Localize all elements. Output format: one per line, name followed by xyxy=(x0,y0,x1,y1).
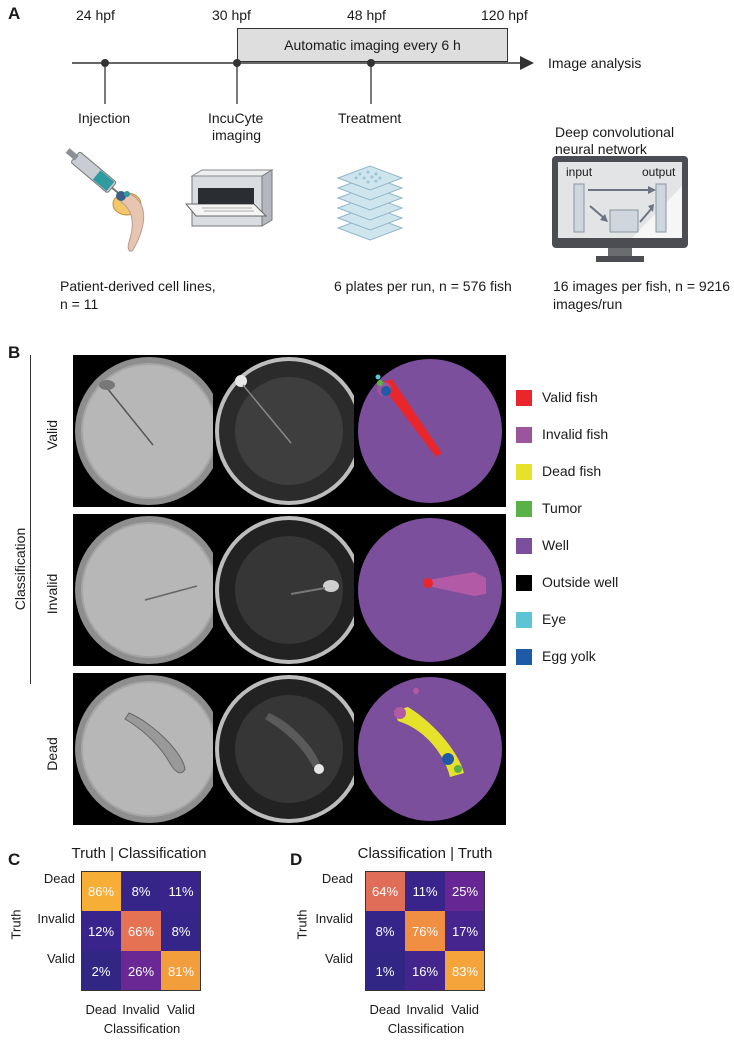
legend-label-tumor: Tumor xyxy=(542,500,582,516)
image-analysis-label: Image analysis xyxy=(548,55,642,71)
panel-c-xtick-dead: Dead xyxy=(85,1002,117,1017)
row-label-dead: Dead xyxy=(44,737,60,771)
matrix-d-cell-dead-invalid: 11% xyxy=(405,871,445,911)
classification-axis-label: Classification xyxy=(12,527,28,611)
matrix-d-frame xyxy=(365,871,485,991)
matrix-c-cell-dead-dead: 86% xyxy=(81,871,121,911)
matrix-d-cell-invalid-valid: 17% xyxy=(445,911,485,951)
panel-a-letter: A xyxy=(8,4,21,23)
dcnn-label-line2: neural network xyxy=(555,141,647,157)
network-output-label: output xyxy=(642,165,676,179)
legend-label-eye: Eye xyxy=(542,611,567,627)
panel-c-xtick-invalid: Invalid xyxy=(122,1002,160,1017)
panel-d-ytick-dead: Dead xyxy=(321,871,353,886)
legend-swatch-valid-fish xyxy=(516,390,532,406)
well-segmentation-valid xyxy=(354,355,506,507)
legend-swatch-egg-yolk xyxy=(516,649,532,665)
panel-d-letter: D xyxy=(290,850,303,869)
tick-label-24hpf: 24 hpf xyxy=(76,7,115,23)
well-segmentation-invalid xyxy=(354,514,506,666)
confusion-matrix-d: 64%11%25% 8%76%17% 1%16%83% xyxy=(365,871,485,991)
matrix-d-cell-invalid-dead: 8% xyxy=(365,911,405,951)
panel-c-letter: C xyxy=(8,850,21,869)
panel-c-ytick-valid: Valid xyxy=(47,951,75,966)
matrix-d-cell-valid-dead: 1% xyxy=(365,951,405,991)
legend-swatch-outside-well xyxy=(516,575,532,591)
matrix-c-cell-valid-dead: 2% xyxy=(81,951,121,991)
incucyte-label-line1: IncuCyte xyxy=(208,110,264,126)
legend-swatch-well xyxy=(516,538,532,554)
legend-label-dead-fish: Dead fish xyxy=(542,463,602,479)
matrix-c-cell-invalid-dead: 12% xyxy=(81,911,121,951)
tick-label-30hpf: 30 hpf xyxy=(212,7,251,23)
well-fluorescence-invalid xyxy=(213,514,365,666)
well-fluorescence-valid xyxy=(213,355,365,507)
cell-lines-caption: Patient-derived cell lines, n = 11 xyxy=(60,278,216,312)
timeline-axis xyxy=(72,56,534,104)
matrix-c-cell-invalid-valid: 8% xyxy=(161,911,201,951)
matrix-c-cell-dead-valid: 11% xyxy=(161,871,201,911)
panel-c-ytick-dead: Dead xyxy=(43,871,75,886)
matrix-d-cell-invalid-invalid: 76% xyxy=(405,911,445,951)
panel-c-xlabel: Classification xyxy=(103,1021,181,1036)
network-input-label: input xyxy=(566,165,593,179)
plates-caption: 6 plates per run, n = 576 fish xyxy=(334,278,512,294)
well-brightfield-invalid xyxy=(73,514,225,666)
panel-b-letter: B xyxy=(8,343,21,362)
legend-swatch-invalid-fish xyxy=(516,427,532,443)
panel-d-ytick-invalid: Invalid xyxy=(315,911,353,926)
confusion-matrix-c: 86%8%11%12%66%8%2%26%81% xyxy=(81,871,201,991)
panel-c-title: Truth | Classification xyxy=(71,845,207,862)
row-label-valid: Valid xyxy=(44,419,60,451)
matrix-c-cell-valid-valid: 81% xyxy=(161,951,201,991)
panel-d-xtick-dead: Dead xyxy=(369,1002,401,1017)
legend-label-well: Well xyxy=(542,537,569,553)
incucyte-machine-illustration xyxy=(184,169,274,227)
matrix-c-cell-invalid-invalid: 66% xyxy=(121,911,161,951)
panel-d-xtick-invalid: Invalid xyxy=(406,1002,444,1017)
panel-d-xtick-valid: Valid xyxy=(451,1002,479,1017)
automatic-imaging-box: Automatic imaging every 6 h xyxy=(237,28,508,62)
well-segmentation-dead xyxy=(354,673,506,825)
row-label-invalid: Invalid xyxy=(44,573,60,615)
incucyte-label-line2: imaging xyxy=(212,127,262,143)
matrix-d-cell-dead-dead: 64% xyxy=(365,871,405,911)
matrix-c-cell-valid-invalid: 26% xyxy=(121,951,161,991)
matrix-c-cell-dead-invalid: 8% xyxy=(121,871,161,911)
legend-label-outside-well: Outside well xyxy=(542,574,619,590)
legend-swatch-dead-fish xyxy=(516,464,532,480)
panel-d-ytick-valid: Valid xyxy=(325,951,353,966)
matrix-d-cell-valid-invalid: 16% xyxy=(405,951,445,991)
dcnn-label-line1: Deep convolutional xyxy=(555,124,675,140)
panel-c-ytick-invalid: Invalid xyxy=(37,911,75,926)
automatic-imaging-label: Automatic imaging every 6 h xyxy=(284,37,461,53)
injection-label: Injection xyxy=(78,110,131,126)
images-caption: 16 images per fish, n = 9216 images/run xyxy=(553,278,731,312)
matrix-c-frame xyxy=(81,871,201,991)
panel-c-xtick-valid: Valid xyxy=(167,1002,195,1017)
matrix-d-cell-dead-valid: 25% xyxy=(445,871,485,911)
panel-d-xlabel: Classification xyxy=(387,1021,465,1036)
matrix-d-cell-valid-valid: 83% xyxy=(445,951,485,991)
tick-label-48hpf: 48 hpf xyxy=(347,7,386,23)
well-fluorescence-dead xyxy=(213,673,365,825)
well-brightfield-dead xyxy=(73,673,225,825)
panel-d-title: Classification | Truth xyxy=(357,845,493,862)
monitor-network-illustration xyxy=(552,156,688,262)
syringe-embryo-illustration xyxy=(65,148,145,252)
classification-axis-bar xyxy=(30,355,31,684)
legend-label-egg-yolk: Egg yolk xyxy=(542,648,596,664)
legend-label-invalid-fish: Invalid fish xyxy=(542,426,609,442)
legend-swatch-eye xyxy=(516,612,532,628)
treatment-label: Treatment xyxy=(338,110,402,126)
legend-swatch-tumor xyxy=(516,501,532,517)
legend-label-valid-fish: Valid fish xyxy=(542,389,598,405)
plate-stack-illustration xyxy=(336,165,404,241)
tick-label-120hpf: 120 hpf xyxy=(481,7,528,23)
well-brightfield-valid xyxy=(73,355,225,507)
